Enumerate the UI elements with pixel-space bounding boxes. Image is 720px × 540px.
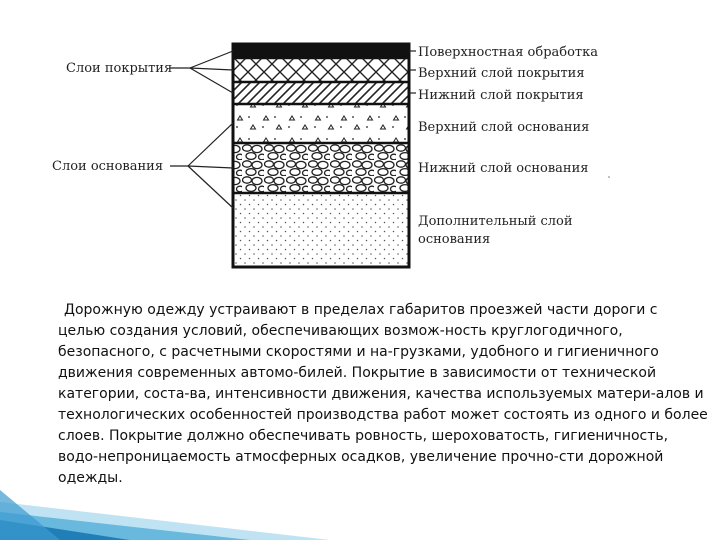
description-paragraph: Дорожную одежду устраивают в пределах га… (58, 302, 708, 486)
corner-decoration (0, 490, 330, 540)
label-upper-coating: Верхний слой покрытия (418, 66, 585, 81)
stray-mark (608, 176, 610, 178)
label-upper-base: Верхний слой основания (418, 120, 589, 135)
label-lower-coating: Нижний слой покрытия (418, 88, 584, 103)
layer-upper-base (233, 104, 409, 142)
label-additional-base-line2: основания (418, 232, 490, 247)
road-layers-diagram: Слои покрытия Слои основания Поверхностн… (52, 42, 610, 269)
label-base-layers: Слои основания (52, 159, 163, 174)
layer-upper-coating (233, 58, 409, 82)
label-surface-treatment: Поверхностная обработка (418, 45, 598, 60)
layer-lower-base (233, 144, 409, 192)
layers-frame (231, 42, 411, 269)
label-lower-base: Нижний слой основания (418, 161, 588, 176)
label-additional-base-line1: Дополнительный слой (418, 214, 573, 229)
label-coating-layers: Слои покрытия (66, 61, 172, 76)
layer-surface-treatment (233, 44, 409, 58)
layer-lower-coating (233, 82, 409, 104)
layer-additional-base (233, 194, 409, 267)
